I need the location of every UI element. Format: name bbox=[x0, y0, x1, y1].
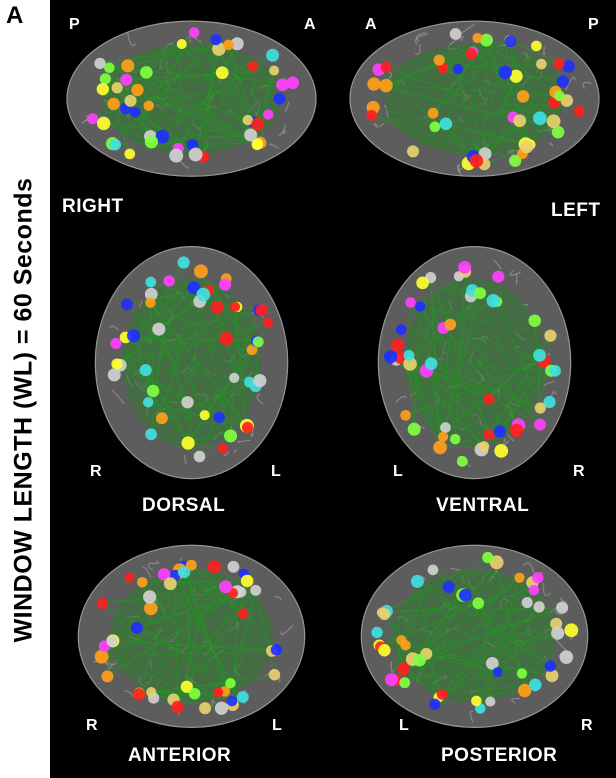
posterior-view-orient-left: L bbox=[399, 717, 409, 735]
right-view-title: RIGHT bbox=[62, 196, 124, 218]
ventral-brain-image bbox=[333, 235, 616, 525]
left-view: A P LEFT bbox=[333, 0, 616, 235]
anterior-view-orient-right: L bbox=[272, 717, 282, 735]
dorsal-view: R L DORSAL bbox=[50, 235, 333, 525]
dorsal-view-orient-left: R bbox=[90, 463, 102, 481]
left-view-orient-left: A bbox=[365, 16, 377, 34]
posterior-view-title: POSTERIOR bbox=[441, 745, 557, 767]
posterior-brain-image bbox=[333, 525, 616, 778]
anterior-view-orient-left: R bbox=[86, 717, 98, 735]
brain-network-figure: P A RIGHT A P LEFT R L DORSAL L R VENTRA… bbox=[50, 0, 616, 778]
window-length-text: WINDOW LENGTH (WL) = 60 Seconds bbox=[10, 178, 39, 643]
ventral-view-orient-right: R bbox=[573, 463, 585, 481]
right-view-orient-right: A bbox=[304, 16, 316, 34]
right-view: P A RIGHT bbox=[50, 0, 333, 235]
right-view-orient-left: P bbox=[69, 16, 80, 34]
ventral-view-title: VENTRAL bbox=[436, 495, 529, 517]
anterior-view: R L ANTERIOR bbox=[50, 525, 333, 778]
ventral-view: L R VENTRAL bbox=[333, 235, 616, 525]
dorsal-brain-image bbox=[50, 235, 333, 525]
posterior-view: L R POSTERIOR bbox=[333, 525, 616, 778]
dorsal-view-orient-right: L bbox=[271, 463, 281, 481]
dorsal-view-title: DORSAL bbox=[142, 495, 225, 517]
posterior-view-orient-right: R bbox=[581, 717, 593, 735]
left-view-title: LEFT bbox=[551, 200, 601, 222]
ventral-view-orient-left: L bbox=[393, 463, 403, 481]
anterior-view-title: ANTERIOR bbox=[128, 745, 231, 767]
panel-letter: A bbox=[6, 2, 23, 30]
left-view-orient-right: P bbox=[588, 16, 599, 34]
anterior-brain-image bbox=[50, 525, 333, 778]
window-length-label: WINDOW LENGTH (WL) = 60 Seconds bbox=[0, 50, 48, 770]
